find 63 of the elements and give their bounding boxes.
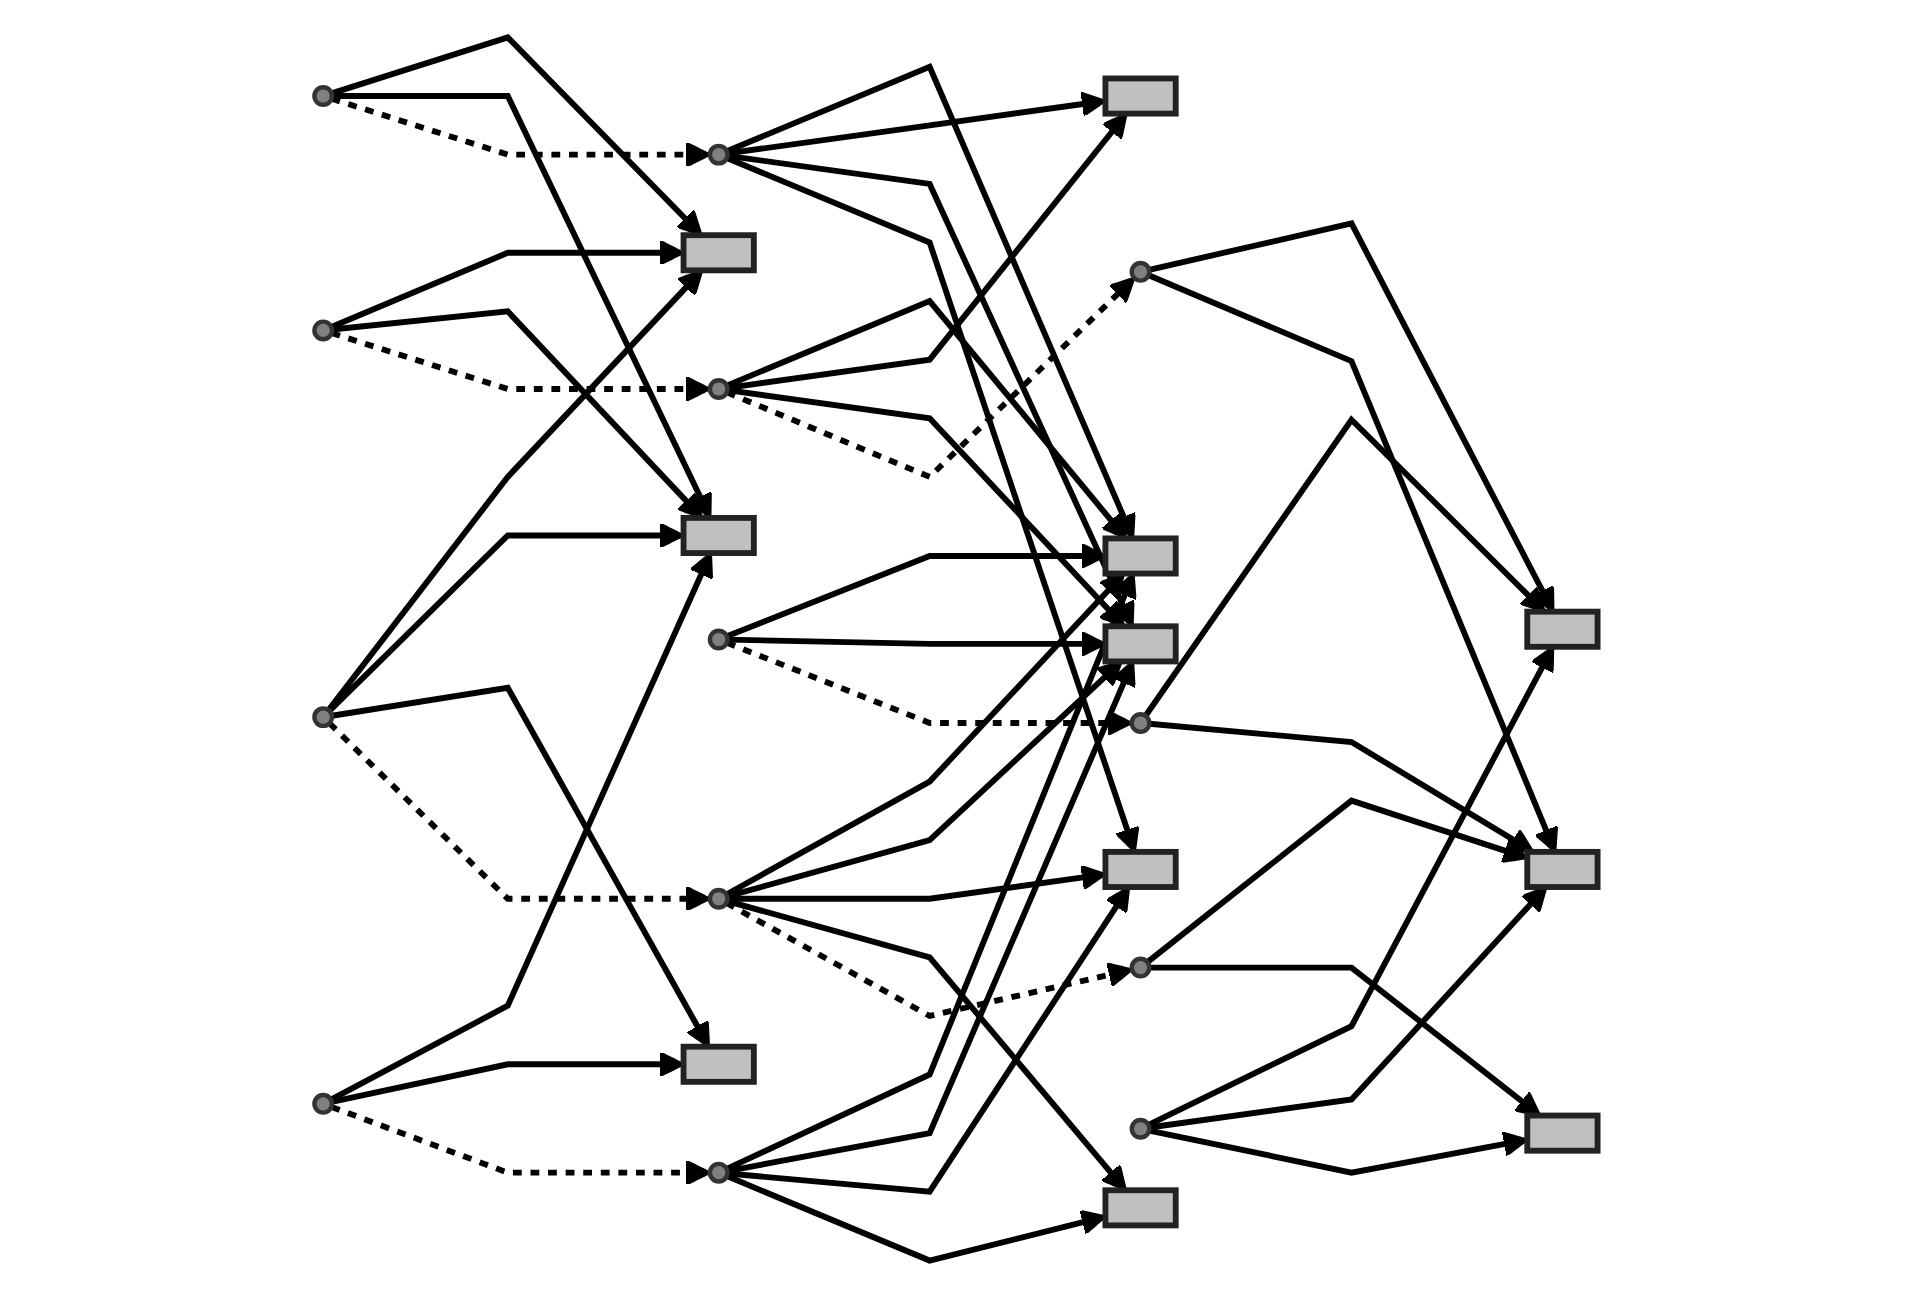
node-circle: [1129, 1117, 1152, 1140]
arrow: [726, 660, 1136, 1174]
arrow: [724, 572, 1126, 898]
arrow: [332, 93, 712, 520]
arrow: [326, 269, 704, 712]
arrow: [331, 1051, 685, 1105]
arrow: [1143, 415, 1546, 718]
arrow: [1148, 885, 1548, 1131]
arrow: [1148, 1127, 1529, 1176]
arrow: [327, 721, 712, 912]
arrow: [726, 660, 1123, 900]
node-circle: [312, 85, 335, 107]
node-circle: [707, 143, 730, 166]
arrow: [725, 1173, 1107, 1264]
arrow: [330, 330, 712, 402]
node-box: [680, 232, 757, 274]
arrow: [327, 522, 685, 714]
arrow: [330, 1104, 712, 1186]
arrow: [727, 112, 1128, 391]
arrow: [727, 387, 1126, 628]
arrow: [330, 239, 685, 330]
arrow: [725, 155, 1140, 854]
node-box: [1524, 1112, 1601, 1154]
arrow: [330, 95, 712, 168]
node-circle: [707, 628, 730, 651]
arrow: [1147, 272, 1559, 854]
node-box: [680, 1043, 757, 1085]
arrow: [1149, 720, 1535, 854]
arrow: [1148, 220, 1555, 613]
arrow: [724, 900, 1134, 1020]
arrow: [725, 640, 1133, 736]
node-box: [1102, 848, 1179, 890]
node-box: [1102, 1187, 1179, 1229]
arrow: [725, 572, 1137, 1172]
arrow: [727, 152, 1135, 628]
arrow: [725, 62, 1136, 540]
arrow: [1149, 964, 1542, 1117]
arrow: [329, 551, 714, 1103]
node-box: [1102, 623, 1179, 665]
arrow: [1145, 797, 1529, 965]
node-box: [1524, 848, 1601, 890]
arrow: [1147, 645, 1555, 1128]
arrow: [330, 34, 703, 237]
arrow: [725, 297, 1128, 540]
node-box: [1524, 608, 1601, 650]
node-circle: [312, 1092, 335, 1115]
node-circle: [1129, 956, 1152, 979]
arrow: [727, 864, 1107, 902]
node-box: [680, 514, 757, 556]
node-circle: [707, 378, 730, 400]
node-circle: [1129, 260, 1152, 283]
arrow: [727, 91, 1107, 157]
node-circle: [707, 1161, 730, 1184]
arrow: [727, 631, 1107, 657]
node-circle: [707, 887, 730, 910]
node-box: [1102, 535, 1179, 577]
node-circle: [312, 319, 335, 342]
node-circle: [312, 706, 335, 729]
arrow: [331, 308, 704, 520]
node-box: [1102, 75, 1179, 117]
arrow: [725, 276, 1136, 481]
node-circle: [1129, 712, 1152, 734]
arrow: [331, 684, 710, 1048]
